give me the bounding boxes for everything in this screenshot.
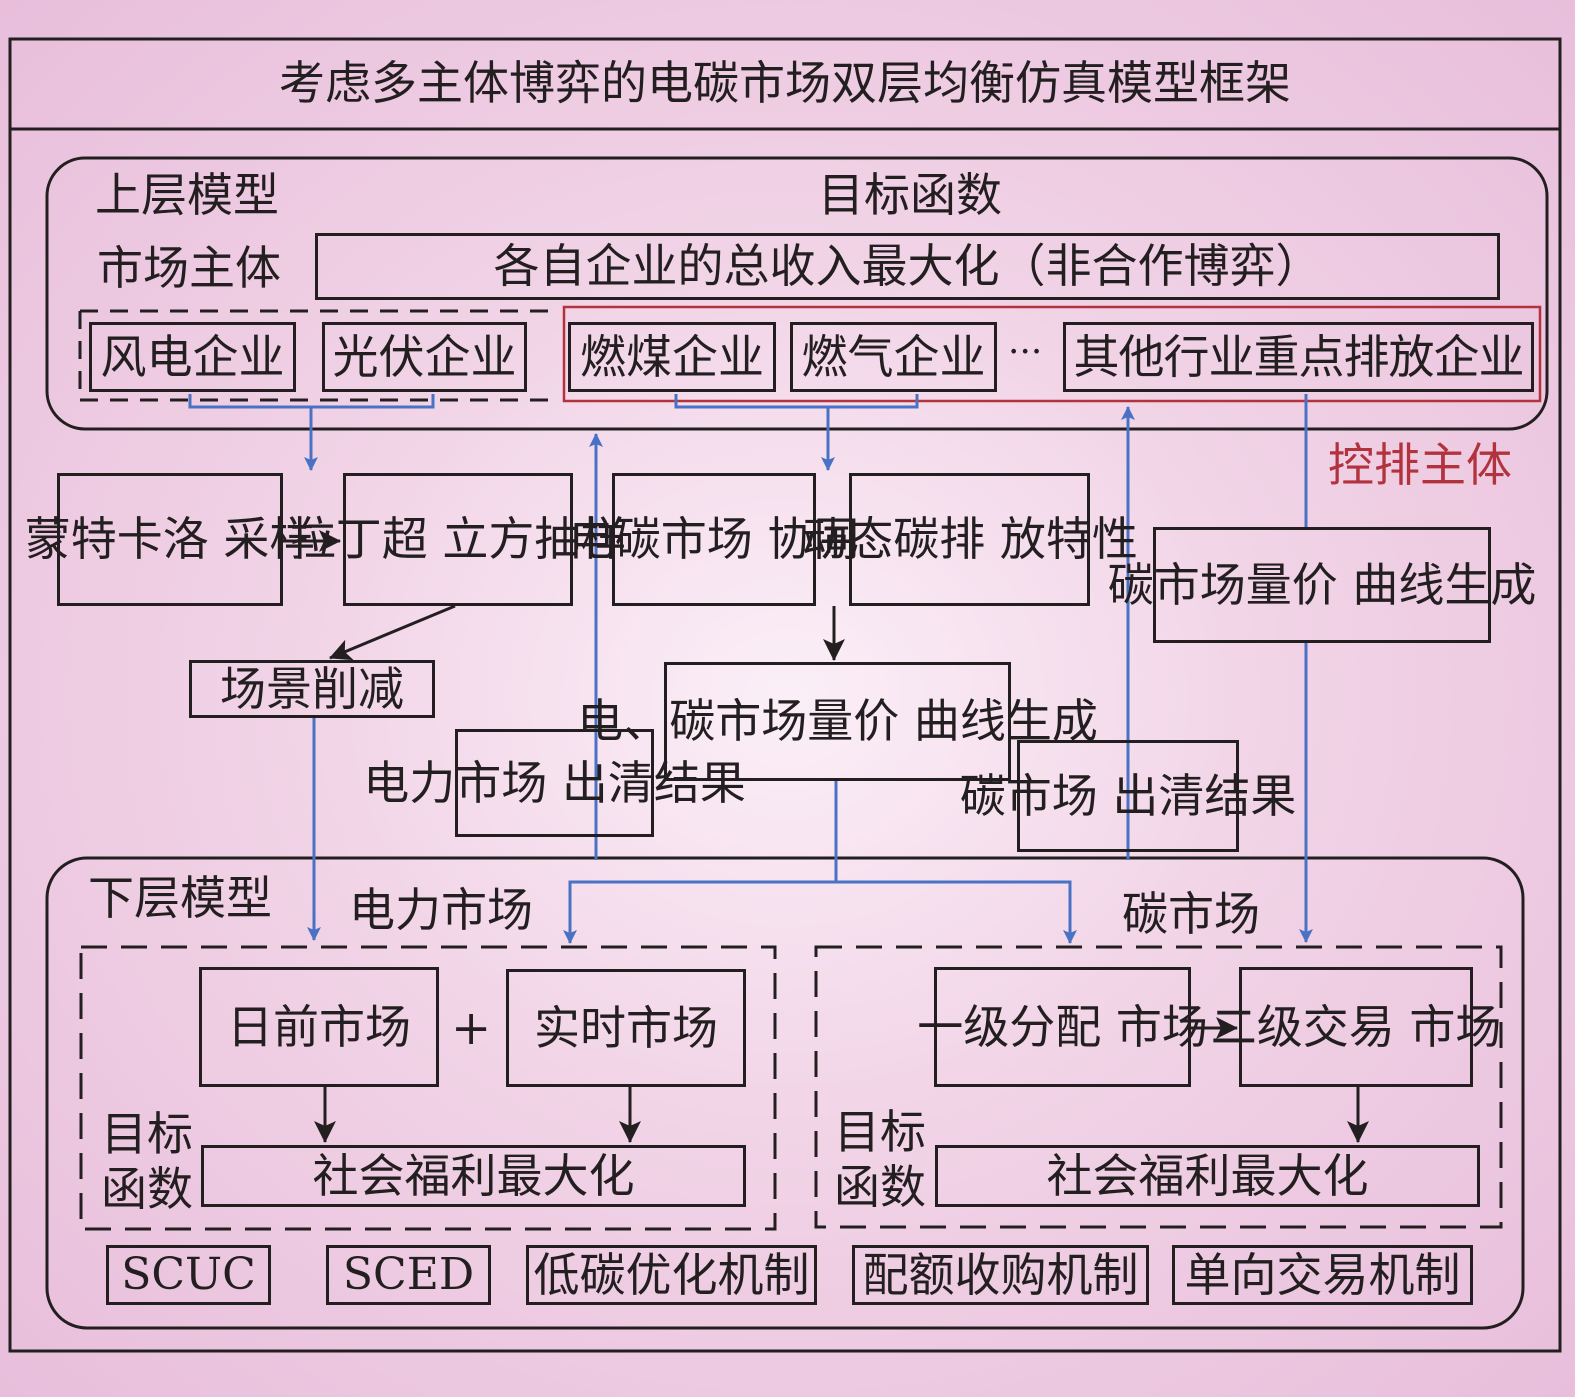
mechanism-quota-box: 配额收购机制: [852, 1245, 1149, 1305]
power-clearing-line2: 出清结果: [561, 755, 746, 810]
curve-line1: 电、碳市场量价: [577, 694, 900, 749]
power-market-label: 电力市场: [349, 883, 533, 937]
pv-enterprise-box: 光伏企业: [322, 322, 527, 392]
carbon-clearing-box: 碳市场 出清结果: [960, 740, 1296, 852]
secondary-market-line1: 二级交易: [1210, 999, 1395, 1054]
day-ahead-market-label: 日前市场: [227, 999, 411, 1054]
carbon-market-region: [814, 945, 1503, 1229]
scenario-reduction-label: 场景削减: [220, 661, 404, 716]
carbon-objective-label-line2: 函数: [834, 1160, 926, 1215]
carbon-curve-line2: 曲线生成: [1352, 557, 1537, 612]
synergy-plus: +: [817, 515, 854, 566]
market-subject-label: 市场主体: [97, 241, 281, 295]
curve-split-line: [568, 880, 1072, 912]
primary-market-line1: 一级分配: [917, 999, 1102, 1054]
upper-objective-header: 目标函数: [818, 168, 1002, 222]
curve-generation-box: 电、碳市场量价 曲线生成: [577, 662, 1098, 781]
secondary-market-box: 二级交易 市场: [1211, 967, 1501, 1087]
wind-enterprise-label: 风电企业: [100, 329, 285, 384]
dynamic-line1: 动态碳排: [801, 512, 986, 567]
synergy-line2: 协同: [767, 512, 860, 567]
carbon-objective-label-line1: 目标: [834, 1105, 926, 1159]
coal-enterprise-box: 燃煤企业: [568, 322, 776, 392]
carbon-curve-box: 碳市场量价 曲线生成: [1108, 527, 1536, 643]
enterprise-ellipsis: ···: [1008, 332, 1043, 373]
mechanism-oneway-label: 单向交易机制: [1184, 1247, 1461, 1302]
mechanism-scuc-label: SCUC: [121, 1249, 256, 1301]
carbon-objective-box: 社会福利最大化: [935, 1145, 1480, 1207]
controlled-subjects-label: 控排主体: [1328, 438, 1512, 492]
realtime-market-label: 实时市场: [534, 1000, 718, 1055]
other-enterprise-box: 其他行业重点排放企业: [1063, 322, 1534, 392]
pv-enterprise-label: 光伏企业: [332, 329, 517, 384]
synergy-line1: 电碳市场: [568, 512, 753, 567]
dynamic-line2: 放特性: [999, 512, 1138, 567]
outer-frame: [8, 37, 1562, 1353]
synergy-box: 电碳市场 协同: [569, 473, 859, 606]
mechanism-lowcarbon-box: 低碳优化机制: [526, 1245, 817, 1305]
day-ahead-market-box: 日前市场: [199, 967, 439, 1087]
scenario-reduction-box: 场景削减: [189, 660, 435, 718]
power-market-region: [79, 945, 777, 1231]
thermal-bracket: [674, 394, 919, 409]
power-clearing-box: 电力市场 出清结果: [363, 729, 746, 837]
carbon-clearing-line1: 碳市场: [959, 768, 1098, 823]
mechanism-lowcarbon-label: 低碳优化机制: [533, 1247, 810, 1302]
curve-line2: 曲线生成: [913, 694, 1098, 749]
realtime-market-box: 实时市场: [506, 969, 746, 1087]
upper-model-label: 上层模型: [95, 168, 279, 222]
power-objective-text: 社会福利最大化: [312, 1148, 635, 1203]
dynamic-emission-box: 动态碳排 放特性: [801, 473, 1138, 606]
lower-model-box: [45, 856, 1525, 1330]
mechanism-sced-box: SCED: [326, 1245, 491, 1305]
monte-carlo-line1: 蒙特卡洛: [24, 512, 209, 567]
lhs-line1: 拉丁超: [289, 512, 428, 567]
lhs-to-reduction-arrow: [329, 604, 456, 661]
mechanism-scuc-box: SCUC: [106, 1245, 271, 1305]
gas-enterprise-label: 燃气企业: [801, 329, 986, 384]
coal-enterprise-label: 燃煤企业: [580, 329, 764, 384]
power-objective-label: 目标 函数: [101, 1107, 193, 1217]
diagram-title: 考虑多主体博弈的电碳市场双层均衡仿真模型框架: [279, 56, 1291, 110]
gas-enterprise-box: 燃气企业: [790, 322, 997, 392]
mechanism-sced-label: SCED: [342, 1249, 475, 1301]
monte-carlo-line2: 采样: [223, 512, 316, 567]
power-objective-label-line1: 目标: [101, 1107, 193, 1161]
power-objective-label-line2: 函数: [101, 1162, 193, 1217]
mechanism-oneway-box: 单向交易机制: [1172, 1245, 1473, 1305]
lhs-line2: 立方抽样: [442, 512, 627, 567]
mechanism-quota-label: 配额收购机制: [862, 1247, 1139, 1302]
carbon-curve-line1: 碳市场量价: [1107, 557, 1338, 612]
wind-enterprise-box: 风电企业: [89, 322, 296, 392]
upper-objective-box: 各自企业的总收入最大化（非合作博弈）: [315, 233, 1500, 300]
lhs-box: 拉丁超 立方抽样: [290, 473, 626, 606]
carbon-clearing-line2: 出清结果: [1112, 768, 1297, 823]
carbon-objective-label: 目标 函数: [834, 1105, 926, 1215]
monte-carlo-box: 蒙特卡洛 采样: [25, 473, 315, 606]
carbon-market-label: 碳市场: [1122, 887, 1260, 941]
upper-model-box: [45, 156, 1549, 431]
upper-objective-text: 各自企业的总收入最大化（非合作博弈）: [493, 239, 1322, 294]
carbon-objective-text: 社会福利最大化: [1046, 1148, 1369, 1203]
power-market-plus: +: [451, 1000, 492, 1056]
power-clearing-line1: 电力市场: [363, 755, 548, 810]
lower-model-label: 下层模型: [88, 871, 272, 925]
other-enterprise-label: 其他行业重点排放企业: [1073, 329, 1525, 384]
secondary-market-line2: 市场: [1409, 999, 1502, 1054]
power-objective-box: 社会福利最大化: [201, 1145, 746, 1207]
primary-market-box: 一级分配 市场: [917, 967, 1208, 1087]
primary-market-line2: 市场: [1115, 999, 1208, 1054]
controlled-subjects-box: [562, 305, 1542, 403]
